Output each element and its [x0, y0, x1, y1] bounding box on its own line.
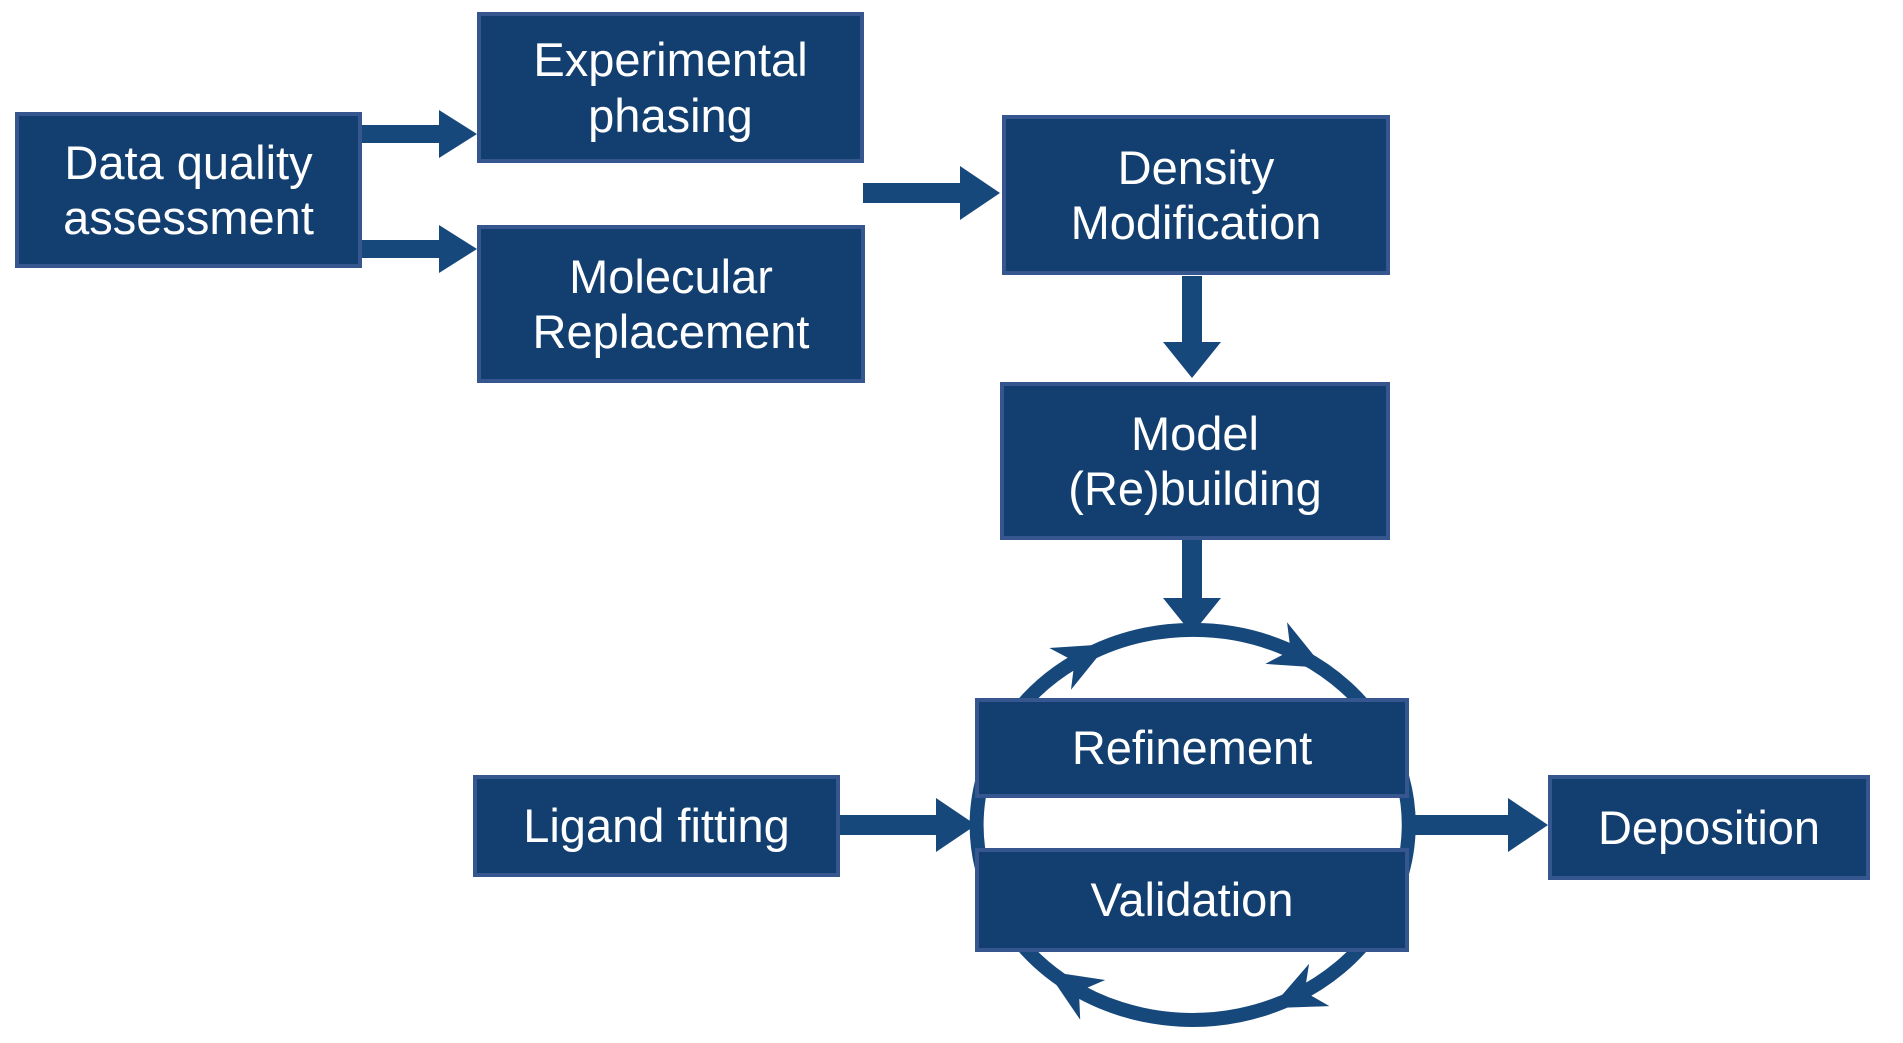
node-data-quality-assessment: Data quality assessment	[15, 112, 362, 268]
node-deposition: Deposition	[1548, 775, 1870, 880]
arrow-phasing-to-density-modification	[863, 166, 1000, 220]
arrow-model-rebuilding-to-cycle	[1163, 540, 1221, 634]
node-label: Deposition	[1597, 800, 1821, 854]
node-refinement: Refinement	[975, 698, 1409, 798]
cycle-arc-right	[1270, 649, 1416, 1009]
arrow-dqa-to-molecular-replacement	[362, 225, 477, 273]
node-validation: Validation	[975, 848, 1409, 952]
arrow-density-to-model-rebuilding	[1163, 276, 1221, 378]
node-label: Data quality assessment	[63, 135, 314, 244]
node-label: Experimental phasing	[533, 33, 808, 142]
cycle-arc-top	[1081, 622, 1324, 668]
node-label: Ligand fitting	[523, 799, 790, 853]
cycle-arc-bottom	[1047, 971, 1298, 1027]
node-model-rebuilding: Model (Re)building	[1000, 382, 1390, 540]
node-ligand-fitting: Ligand fitting	[473, 775, 840, 877]
arrow-dqa-to-experimental-phasing	[362, 110, 477, 158]
node-label: Density Modification	[1070, 140, 1322, 249]
node-density-modification: Density Modification	[1002, 115, 1390, 275]
node-label: Molecular Replacement	[532, 249, 810, 358]
node-label: Model (Re)building	[1068, 406, 1322, 515]
node-experimental-phasing: Experimental phasing	[477, 12, 864, 163]
node-label: Refinement	[1071, 721, 1313, 775]
node-molecular-replacement: Molecular Replacement	[477, 225, 865, 383]
arrow-ligand-fitting-to-cycle	[840, 798, 976, 852]
arrow-cycle-to-deposition	[1412, 798, 1548, 852]
node-label: Validation	[1090, 873, 1294, 927]
